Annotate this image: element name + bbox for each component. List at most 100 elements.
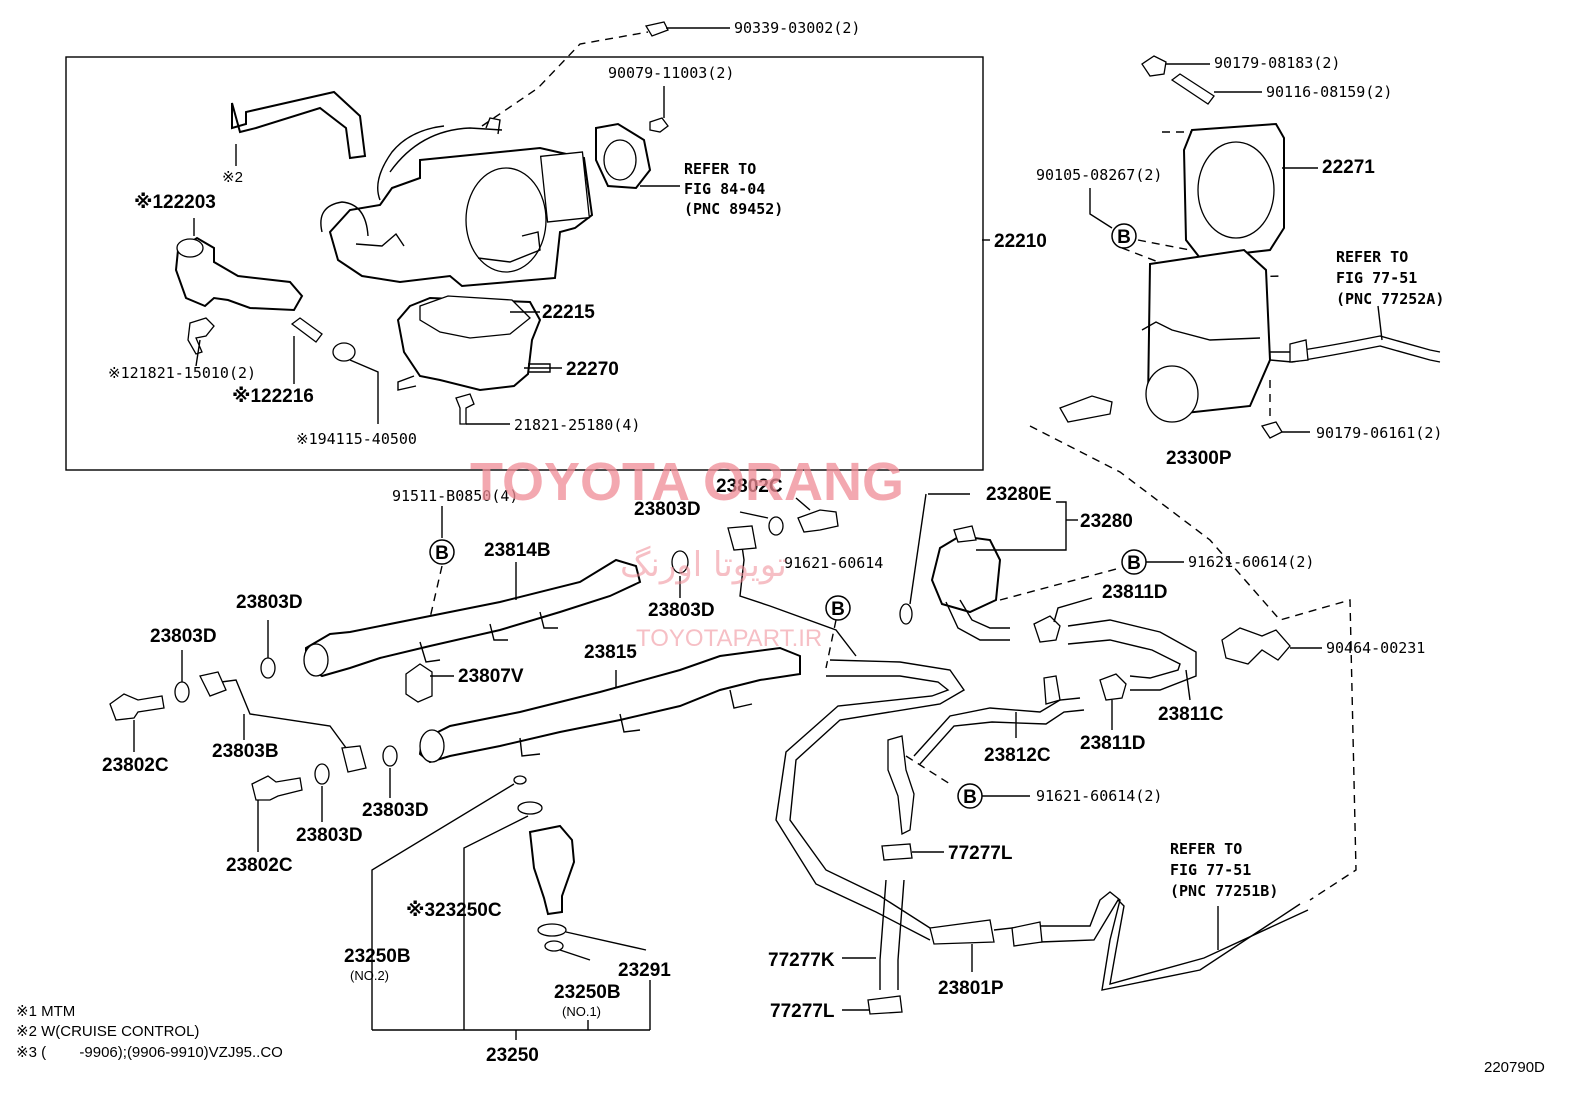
label-22271: 22271 — [1322, 157, 1375, 178]
label-23803D-top: 23803D — [634, 499, 701, 520]
label-90464: 90464-00231 — [1326, 639, 1425, 657]
throttle-bore — [465, 167, 547, 273]
label-90179-06161: 90179-06161(2) — [1316, 424, 1442, 442]
bolt-23802C-top — [797, 509, 839, 533]
label-23802C-top: 23802C — [716, 476, 783, 497]
label-23803D-e: 23803D — [296, 825, 363, 846]
grommet-23250C — [517, 801, 543, 815]
fuel-rail-23815 — [418, 646, 801, 764]
ref3-line3: (PNC 77251B) — [1170, 882, 1278, 900]
label-23300P: 23300P — [1166, 448, 1232, 469]
clamp-23811D-top — [1033, 615, 1061, 643]
marker-b-mid — [825, 595, 851, 621]
label-23250C: ※323250C — [406, 900, 502, 921]
hose-23811C — [1067, 619, 1197, 691]
marker-b-label: B — [831, 599, 845, 620]
label-91621-mid: 91621-60614 — [784, 554, 883, 572]
ref3-line1: REFER TO — [1170, 840, 1242, 858]
gasket-23803D-top — [768, 516, 784, 536]
hose-main — [789, 659, 966, 929]
clamp-77277L-bottom — [867, 995, 903, 1015]
bolt-21821-25180 — [455, 393, 475, 425]
label-21821-25180: 21821-25180(4) — [514, 416, 640, 434]
label-91621-low: 91621-60614(2) — [1036, 787, 1162, 805]
label-no2: (NO.2) — [350, 968, 389, 983]
ref1-line1: REFER TO — [684, 160, 756, 178]
marker-b-label: B — [963, 787, 977, 808]
label-23280E: 23280E — [986, 484, 1052, 505]
label-23802C-left: 23802C — [102, 755, 169, 776]
label-77277L-bottom: 77277L — [770, 1001, 835, 1022]
watermark-site: TOYOTAPART.IR — [636, 625, 822, 652]
pipe-top — [739, 531, 857, 657]
label-23291: 23291 — [618, 960, 671, 981]
pipe-23803B — [205, 679, 353, 757]
label-23815: 23815 — [584, 642, 637, 663]
pressure-regulator-23280 — [930, 534, 1002, 614]
label-23250B-1: 23250B — [554, 982, 621, 1003]
bolt-23802C-left — [109, 693, 165, 721]
label-23801P: 23801P — [938, 978, 1004, 999]
gasket-23803D-upper — [260, 657, 276, 679]
clip-90464 — [1221, 627, 1291, 665]
label-22270: 22270 — [566, 359, 619, 380]
figure-code: 220790D — [1484, 1059, 1545, 1076]
oring-23291 — [537, 923, 567, 937]
label-23811C: 23811C — [1158, 704, 1224, 725]
label-22216: ※122216 — [232, 386, 314, 407]
label-23280: 23280 — [1080, 511, 1133, 532]
label-21821-15010: ※121821-15010(2) — [108, 364, 256, 382]
label-90079: 90079-11003(2) — [608, 64, 734, 82]
throttle-position-sensor — [174, 236, 304, 312]
label-23250B-2: 23250B — [344, 946, 411, 967]
screw-90079 — [649, 117, 669, 133]
marker-b-rail — [429, 539, 455, 565]
label-22215: 22215 — [542, 302, 595, 323]
label-23811D-bottom: 23811D — [1080, 733, 1146, 754]
ref1-line2: FIG 84-04 — [684, 180, 765, 198]
label-23803D-b: 23803D — [150, 626, 217, 647]
clamp-23811D-bottom — [1099, 673, 1127, 701]
fitting-23801P — [929, 919, 995, 945]
ref1-line3: (PNC 89452) — [684, 200, 783, 218]
oring-23280E — [899, 603, 913, 625]
marker-b-right — [1121, 549, 1147, 575]
label-22210: 22210 — [994, 231, 1047, 252]
label-mark2: ※2 — [222, 169, 243, 186]
ref2-line2: FIG 77-51 — [1336, 269, 1417, 287]
label-23811D-top: 23811D — [1102, 582, 1168, 603]
label-90116: 90116-08159(2) — [1266, 83, 1392, 101]
label-91511: 91511-B0850(4) — [392, 487, 518, 505]
marker-b-label: B — [1117, 227, 1131, 248]
stud-22216 — [290, 317, 323, 343]
sensor-screw — [187, 317, 215, 355]
label-91621-right: 91621-60614(2) — [1188, 553, 1314, 571]
label-23814B: 23814B — [484, 540, 551, 561]
marker-b-label: B — [1127, 553, 1141, 574]
label-77277K: 77277K — [768, 950, 835, 971]
hose-77277K — [879, 879, 887, 990]
note-1: ※1 MTM — [16, 1003, 75, 1020]
label-23803D-a: 23803D — [236, 592, 303, 613]
label-23807V: 23807V — [458, 666, 524, 687]
label-23812C: 23812C — [984, 745, 1051, 766]
ref2-line1: REFER TO — [1336, 248, 1408, 266]
hose-23812C — [913, 697, 1081, 757]
gasket-23803D-lower — [382, 745, 398, 767]
label-90179-08183: 90179-08183(2) — [1214, 54, 1340, 72]
label-23802C-bottom: 23802C — [226, 855, 293, 876]
marker-b-top-right — [1111, 223, 1137, 249]
isc-gasket-22215 — [419, 295, 531, 339]
note-2: ※2 W(CRUISE CONTROL) — [16, 1023, 199, 1040]
label-23803D-c: 23803D — [648, 600, 715, 621]
label-no1: (NO.1) — [562, 1004, 601, 1019]
note-3: ※3 ( -9906);(9906-9910)VZJ95..CO — [16, 1044, 283, 1061]
label-23803B: 23803B — [212, 741, 279, 762]
marker-b-low — [957, 783, 983, 809]
bolt-23802C-bottom — [251, 775, 303, 801]
washer-94115 — [332, 342, 356, 362]
watermark-brand: TOYOTA ORANG — [470, 452, 904, 512]
gasket-23803D-bottom — [314, 763, 330, 785]
label-90339: 90339-03002(2) — [734, 19, 860, 37]
